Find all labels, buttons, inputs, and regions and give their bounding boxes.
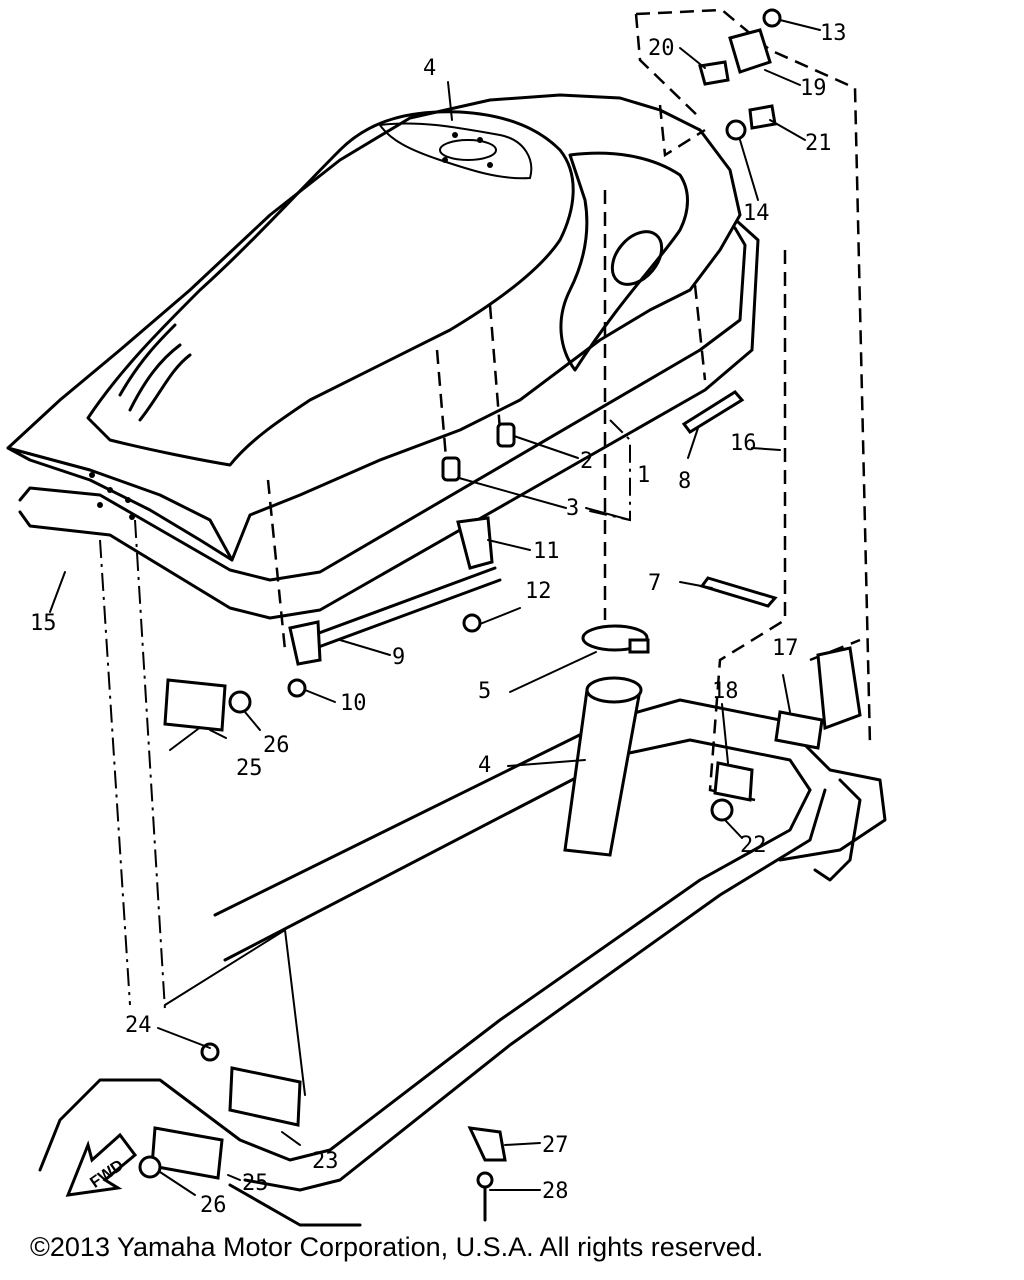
callout-label: 22 xyxy=(740,833,767,858)
leader-lines xyxy=(49,19,821,1196)
callout-label: 25 xyxy=(242,1171,269,1196)
callout-label: 19 xyxy=(800,76,827,101)
callout-label: 10 xyxy=(340,691,367,716)
callout-label: 9 xyxy=(392,645,405,670)
callout-label: 26 xyxy=(200,1193,227,1218)
callout-label: 21 xyxy=(805,131,832,156)
callout-label: 7 xyxy=(648,571,661,596)
hull-part xyxy=(38,698,887,1227)
callout-label: 13 xyxy=(820,21,847,46)
callout-label: 23 xyxy=(312,1149,339,1174)
hardware-parts xyxy=(138,8,862,1222)
callout-label: 15 xyxy=(30,611,57,636)
callout-label: 1 xyxy=(637,463,650,488)
callout-label: 18 xyxy=(712,679,739,704)
callout-label: 12 xyxy=(525,579,552,604)
callout-label: 28 xyxy=(542,1179,569,1204)
callout-label: 2 xyxy=(580,449,593,474)
copyright-notice: ©2013 Yamaha Motor Corporation, U.S.A. A… xyxy=(30,1232,764,1262)
callout-label: 24 xyxy=(125,1013,152,1038)
callout-label: 3 xyxy=(566,496,579,521)
callout-label: 20 xyxy=(648,36,675,61)
callout-label: 5 xyxy=(478,679,491,704)
callout-labels: 1 2 3 3 4 4 5 7 8 9 10 11 12 13 14 15 16… xyxy=(30,21,847,1218)
assembly-lines xyxy=(99,8,872,1096)
callout-label: 4 xyxy=(423,56,436,81)
callout-label: 4 xyxy=(478,753,491,778)
callout-label: 8 xyxy=(678,469,691,494)
seat-part xyxy=(6,93,742,562)
callout-label: 27 xyxy=(542,1133,569,1158)
callout-label: 26 xyxy=(263,733,290,758)
callout-label: 25 xyxy=(236,756,263,781)
seat-rail-part xyxy=(18,220,760,620)
callout-label: 17 xyxy=(772,636,799,661)
callout-label: 16 xyxy=(730,431,757,456)
callout-label: 11 xyxy=(533,539,560,564)
callout-label: 14 xyxy=(743,201,770,226)
fwd-arrow-icon: FWD xyxy=(65,1132,138,1197)
